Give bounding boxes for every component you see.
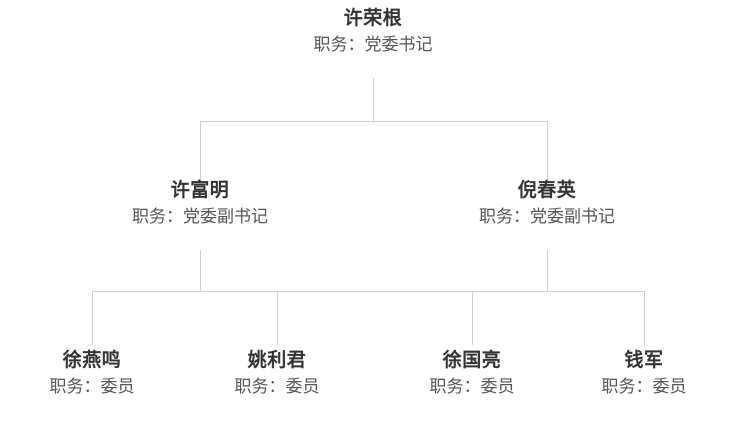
- connector-level3-bar: [92, 291, 645, 292]
- org-node-title: 职务：党委副书记: [479, 207, 615, 226]
- org-node-leaf-1[interactable]: 徐燕鸣 职务：委员: [50, 348, 135, 399]
- connector-root-down: [373, 78, 374, 122]
- org-node-title: 职务：党委书记: [313, 35, 433, 54]
- connector-leaf-4-down: [644, 291, 645, 345]
- org-node-name: 徐国亮: [442, 350, 502, 371]
- org-node-title: 职务：委员: [601, 377, 687, 396]
- org-node-leaf-2[interactable]: 姚利君 职务：委员: [235, 348, 320, 399]
- org-node-name: 钱军: [624, 350, 664, 371]
- connector-level2-left-to-bar: [200, 250, 201, 292]
- org-node-root[interactable]: 许荣根 职务：党委书记: [314, 6, 433, 57]
- org-node-name: 姚利君: [247, 350, 307, 371]
- org-node-level2-left[interactable]: 许富明 职务：党委副书记: [132, 178, 268, 229]
- connector-level2-right-to-bar: [547, 250, 548, 292]
- org-node-level2-right[interactable]: 倪春英 职务：党委副书记: [479, 178, 615, 229]
- org-node-name: 徐燕鸣: [62, 350, 122, 371]
- connector-level2-left-down: [200, 121, 201, 180]
- connector-leaf-1-down: [92, 291, 93, 345]
- org-node-title: 职务：委员: [429, 377, 515, 396]
- org-node-name: 许富明: [170, 180, 230, 201]
- org-node-leaf-4[interactable]: 钱军 职务：委员: [602, 348, 687, 399]
- org-node-title: 职务：委员: [234, 377, 320, 396]
- connector-leaf-3-down: [472, 291, 473, 345]
- connector-leaf-2-down: [277, 291, 278, 345]
- org-node-title: 职务：委员: [49, 377, 135, 396]
- org-node-name: 许荣根: [343, 8, 403, 29]
- org-node-title: 职务：党委副书记: [132, 207, 268, 226]
- connector-level2-bar: [200, 121, 548, 122]
- org-node-name: 倪春英: [517, 180, 577, 201]
- connector-level2-right-down: [547, 121, 548, 180]
- org-node-leaf-3[interactable]: 徐国亮 职务：委员: [430, 348, 515, 399]
